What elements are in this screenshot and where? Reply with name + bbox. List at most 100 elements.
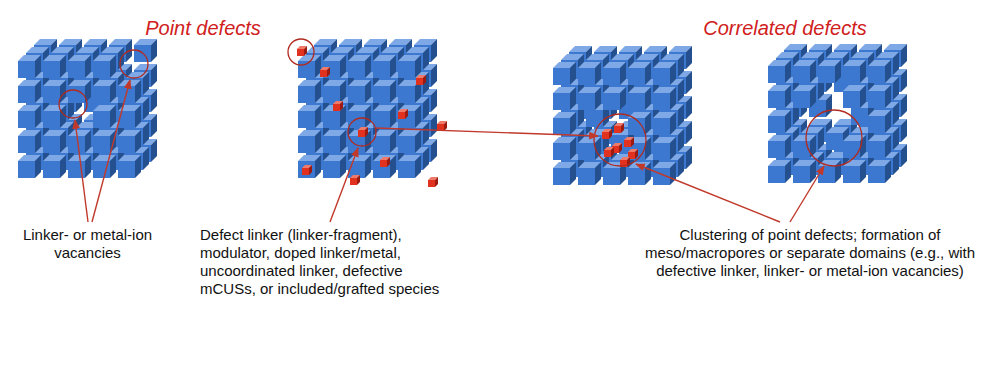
- section-heading: Correlated defects: [690, 16, 880, 40]
- lattice-cube: [43, 105, 66, 128]
- cube-side: [85, 55, 91, 78]
- lattice-cube: [818, 60, 841, 83]
- cube-side: [444, 121, 447, 131]
- cube-side: [415, 130, 421, 153]
- cube-side: [151, 114, 157, 137]
- defect-cube: [333, 101, 343, 111]
- cube-front: [843, 166, 860, 183]
- cube-front: [653, 68, 670, 85]
- cube-front: [586, 110, 603, 127]
- cube-front: [868, 166, 885, 183]
- cube-front: [653, 143, 670, 160]
- cube-side: [60, 80, 66, 103]
- cube-side: [620, 87, 626, 110]
- cube-side: [818, 127, 824, 150]
- lattice-cube: [653, 162, 676, 185]
- lattice-cube: [768, 110, 791, 133]
- cube-front: [793, 91, 810, 108]
- cube-side: [365, 55, 371, 78]
- lattice-cube: [868, 135, 891, 158]
- lattice-cube: [553, 137, 576, 160]
- cube-front: [298, 161, 315, 178]
- cube-side: [431, 89, 437, 112]
- cube-side: [315, 155, 321, 178]
- lattice-cube: [553, 162, 576, 185]
- cube-side: [423, 147, 429, 170]
- lattice-cube: [398, 55, 421, 78]
- cube-side: [686, 121, 692, 144]
- cube-side: [678, 154, 684, 177]
- cube-front: [302, 168, 309, 175]
- cube-side: [670, 112, 676, 135]
- lattice-cube: [553, 87, 576, 110]
- cube-side: [390, 55, 396, 78]
- cube-front: [298, 136, 315, 153]
- cube-front: [578, 168, 595, 185]
- defect-cube: [614, 123, 624, 133]
- cube-side: [60, 155, 66, 178]
- cube-front: [553, 168, 570, 185]
- lattice-cube: [298, 80, 321, 103]
- cube-front: [43, 111, 60, 128]
- cube-front: [18, 136, 35, 153]
- defect-circle: [288, 39, 314, 65]
- lattice-cube: [323, 80, 346, 103]
- cube-side: [390, 80, 396, 103]
- cube-side: [357, 175, 360, 185]
- lattice-cube: [43, 155, 66, 178]
- cube-side: [609, 129, 612, 139]
- cube-front: [298, 86, 315, 103]
- cube-front: [653, 118, 670, 135]
- defect-cube: [604, 147, 614, 157]
- defect-cube: [416, 75, 426, 85]
- cube-front: [851, 108, 868, 125]
- lattice-cube: [298, 105, 321, 128]
- cube-side: [678, 79, 684, 102]
- cube-front: [868, 66, 885, 83]
- cube-side: [635, 149, 638, 159]
- cube-side: [135, 155, 141, 178]
- cube-front: [826, 133, 843, 150]
- defect-cube: [624, 137, 634, 147]
- cube-front: [768, 116, 785, 133]
- lattice-cube: [18, 55, 41, 78]
- cube-side: [135, 80, 141, 103]
- lattice-cube: [18, 80, 41, 103]
- cube-lattice: [18, 39, 157, 178]
- leader-arrow: [636, 164, 780, 222]
- cube-side: [686, 96, 692, 119]
- cube-side: [151, 64, 157, 87]
- lattice-cube: [118, 105, 141, 128]
- cube-front: [428, 180, 435, 187]
- cube-side: [835, 160, 841, 183]
- cube-side: [621, 123, 624, 133]
- defect-cube: [398, 109, 408, 119]
- defect-cube: [302, 165, 312, 175]
- cube-front: [578, 143, 595, 160]
- lattice-cube: [793, 135, 816, 158]
- lattice-cube: [578, 137, 601, 160]
- cube-side: [901, 119, 907, 142]
- cube-side: [570, 137, 576, 160]
- cube-side: [620, 62, 626, 85]
- cube-side: [415, 55, 421, 78]
- cube-front: [843, 66, 860, 83]
- cube-side: [901, 94, 907, 117]
- cube-front: [793, 166, 810, 183]
- lattice-cube: [43, 55, 66, 78]
- defect-cube: [437, 121, 447, 131]
- cube-side: [901, 144, 907, 167]
- lattice-cube: [793, 60, 816, 83]
- cube-side: [645, 162, 651, 185]
- cube-front: [603, 168, 620, 185]
- cube-front: [602, 132, 609, 139]
- cube-front: [628, 93, 645, 110]
- cube-front: [653, 93, 670, 110]
- lattice-cube: [628, 87, 651, 110]
- cube-side: [390, 155, 396, 178]
- cube-side: [595, 87, 601, 110]
- cube-front: [603, 68, 620, 85]
- cube-side: [35, 55, 41, 78]
- cube-front: [768, 166, 785, 183]
